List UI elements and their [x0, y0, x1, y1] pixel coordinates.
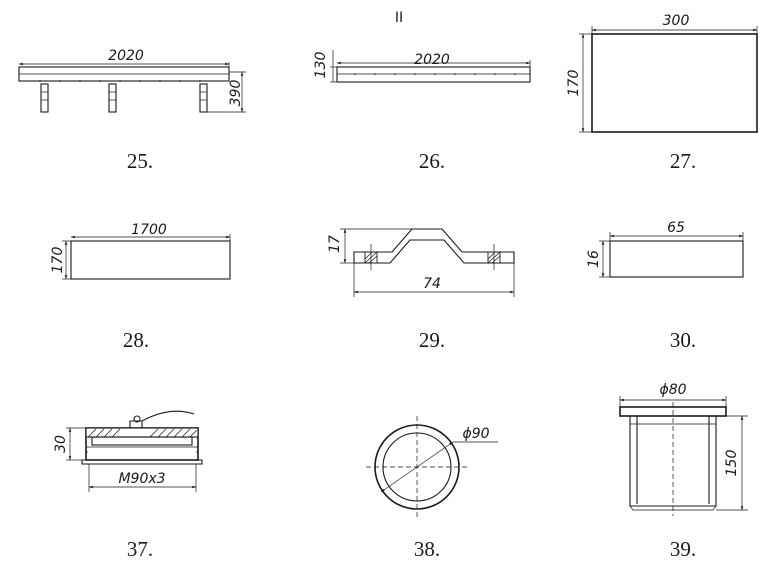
fig37-chain: [141, 410, 195, 422]
figure-30: 65 16 30.: [586, 220, 744, 352]
figure-28: 1700 170 28.: [50, 222, 231, 352]
fig30-caption: 30.: [670, 328, 696, 352]
fig26-caption: 26.: [419, 149, 445, 173]
fig30-length-label: 65: [667, 220, 685, 236]
figure-27: 300 170 27.: [566, 13, 758, 173]
page-header: II: [395, 10, 403, 26]
figure-38: ϕ90 38.: [366, 416, 498, 561]
fig25-length-label: 2020: [108, 48, 144, 64]
fig30-bar: [609, 240, 744, 278]
fig39-height-label: 150: [724, 450, 740, 477]
fig27-width-label: 300: [663, 13, 690, 29]
figure-39: ϕ80 150 39.: [619, 382, 748, 561]
figure-37: 30 M90x3 37.: [53, 410, 203, 561]
fig27-height-label: 170: [566, 70, 582, 97]
fig38-diameter-label: ϕ90: [462, 426, 489, 442]
fig28-height-label: 170: [50, 247, 66, 274]
fig26-rail: [336, 66, 531, 83]
fig29-caption: 29.: [419, 328, 445, 352]
fig27-plate: [591, 33, 758, 133]
fig26-height-label: 130: [313, 52, 329, 79]
figure-29: 17 74 29.: [327, 228, 515, 352]
fig38-caption: 38.: [414, 537, 440, 561]
fig30-height-label: 16: [586, 250, 602, 268]
fig37-height-label: 30: [53, 435, 69, 453]
figure-25: 2020 390 25.: [18, 48, 246, 173]
fig27-caption: 27.: [670, 149, 696, 173]
fig28-caption: 28.: [123, 328, 149, 352]
fig26-length-label: 2020: [414, 52, 450, 68]
fig39-caption: 39.: [670, 537, 696, 561]
fig39-diameter-label: ϕ80: [659, 382, 686, 398]
fig37-thread-label: M90x3: [118, 471, 165, 487]
fig37-caption: 37.: [127, 537, 153, 561]
fig25-height-label: 390: [228, 80, 244, 107]
fig29-bent-strip: [353, 228, 515, 264]
figure-26: 2020 130 26.: [313, 50, 531, 173]
fig29-height-label: 17: [327, 235, 343, 253]
fig25-legs: [40, 83, 208, 113]
fig37-knob: [129, 420, 143, 428]
fig28-length-label: 1700: [131, 222, 167, 238]
fig29-length-label: 74: [423, 276, 441, 292]
fig28-plate: [70, 240, 231, 280]
fig25-caption: 25.: [127, 149, 153, 173]
